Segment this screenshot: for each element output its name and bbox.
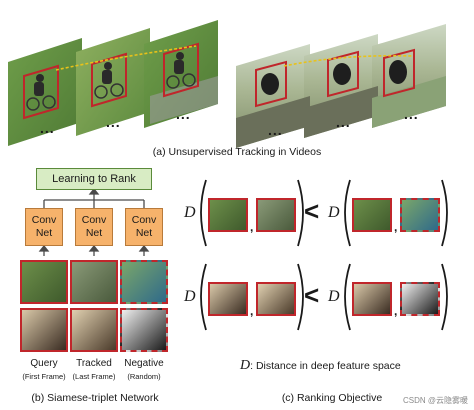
- network-arrows: [38, 187, 150, 256]
- rider-silhouettes: [34, 52, 184, 96]
- label-tracked: Tracked: [76, 358, 112, 369]
- conv-net-label: Conv Net: [31, 214, 57, 239]
- comma-row1-right: ,: [394, 220, 398, 234]
- dog-silhouettes: [261, 60, 407, 95]
- query-cat-thumb: [20, 308, 68, 352]
- label-query: Query: [30, 358, 58, 369]
- comma-row1-left: ,: [250, 220, 254, 234]
- label-negative: Negative: [124, 358, 164, 369]
- conv-net-label: Conv Net: [131, 214, 157, 239]
- row2-query-thumb-2: [352, 282, 392, 316]
- ellipsis-frame-4: ...: [268, 122, 283, 138]
- ellipsis-frame-3: ...: [176, 106, 191, 122]
- bike-wheels: [26, 73, 196, 111]
- d-symbol-row1-left: D: [184, 204, 196, 221]
- watermark: CSDN @云隐雾暖: [402, 396, 468, 405]
- cyclist-video-frames: [8, 20, 218, 146]
- conv-net-negative: Conv Net: [125, 208, 163, 246]
- row2-negative-thumb: [400, 282, 440, 316]
- ellipsis-frame-5: ...: [336, 114, 351, 130]
- trajectory-right: [283, 54, 413, 67]
- negative-thumb-1: [120, 260, 168, 304]
- sublabel-negative: (Random): [127, 372, 161, 381]
- conv-net-query: Conv Net: [25, 208, 63, 246]
- d-symbol-row2-right: D: [328, 288, 340, 305]
- ellipsis-frame-6: ...: [404, 106, 419, 122]
- legend-d-symbol: D: [240, 358, 251, 373]
- comma-row2-left: ,: [250, 304, 254, 318]
- ellipsis-frame-1: ...: [40, 120, 55, 136]
- row1-tracked-thumb: [256, 198, 296, 232]
- legend-text: : Distance in deep feature space: [250, 360, 401, 372]
- ground-arc: [236, 96, 310, 148]
- d-symbol-row2-left: D: [184, 288, 196, 305]
- ranking-brackets: [200, 179, 448, 331]
- caption-c: (c) Ranking Objective: [281, 392, 383, 404]
- comma-row2-right: ,: [394, 304, 398, 318]
- sublabel-query: (First Frame): [22, 372, 66, 381]
- row1-negative-thumb: [400, 198, 440, 232]
- learning-to-rank-box: Learning to Rank: [36, 168, 152, 190]
- query-cyclist-thumb: [20, 260, 68, 304]
- d-symbol-row1-right: D: [328, 204, 340, 221]
- row2-tracked-thumb: [256, 282, 296, 316]
- caption-a: (a) Unsupervised Tracking in Videos: [152, 146, 322, 158]
- row1-query-thumb-2: [352, 198, 392, 232]
- caption-b: (b) Siamese-triplet Network: [31, 392, 159, 404]
- dog-video-frames: [236, 24, 446, 148]
- tracking-boxes-right: [255, 48, 415, 108]
- ellipsis-frame-2: ...: [106, 114, 121, 130]
- distance-legend: D: Distance in deep feature space: [240, 358, 401, 374]
- conv-net-tracked: Conv Net: [75, 208, 113, 246]
- row2-query-thumb: [208, 282, 248, 316]
- tracked-cat-thumb: [70, 308, 118, 352]
- sublabel-tracked: (Last Frame): [72, 372, 116, 381]
- negative-thumb-2: [120, 308, 168, 352]
- tracked-cyclist-thumb: [70, 260, 118, 304]
- road-stripes: [150, 76, 218, 124]
- row1-query-thumb: [208, 198, 248, 232]
- less-than-row2: <: [304, 280, 320, 310]
- less-than-row1: <: [304, 196, 320, 226]
- cyclist-frame-1: [8, 38, 82, 146]
- conv-net-label: Conv Net: [81, 214, 107, 239]
